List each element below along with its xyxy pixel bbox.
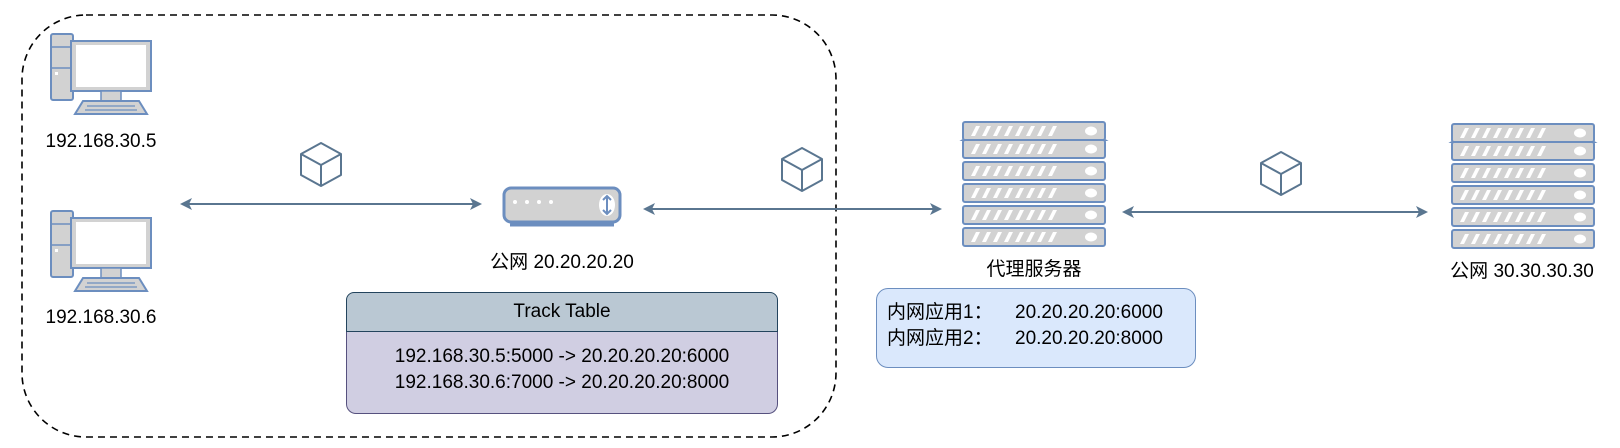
track-table-row: 192.168.30.6:7000 -> 20.20.20.20:8000: [394, 372, 730, 393]
proxy-mapping-key: 内网应用1：: [887, 302, 993, 323]
desktop-computer-icon: [50, 210, 152, 292]
packet-cube-icon: [781, 147, 823, 192]
pc2-label: 192.168.30.6: [45, 307, 157, 328]
track-table-row: 192.168.30.5:5000 -> 20.20.20.20:6000: [394, 346, 730, 367]
track-table-header: Track Table: [346, 292, 778, 332]
track-table-body: 192.168.30.5:5000 -> 20.20.20.20:6000 19…: [346, 332, 778, 414]
proxy-mapping-row: 内网应用2： 20.20.20.20:8000: [887, 326, 1195, 352]
router-icon: [502, 186, 622, 227]
proxy-mapping-value: 20.20.20.20:6000: [1015, 302, 1163, 323]
public-server-label: 公网 30.30.30.30: [1450, 261, 1594, 282]
pc1-label: 192.168.30.5: [45, 131, 157, 152]
proxy-mapping-key: 内网应用2：: [887, 328, 993, 349]
packet-cube-icon: [300, 142, 342, 187]
packet-cube-icon: [1260, 151, 1302, 196]
server-rack-icon: [1451, 123, 1595, 249]
proxy-mapping-row: 内网应用1： 20.20.20.20:6000: [887, 300, 1195, 326]
proxy-mapping-value: 20.20.20.20:8000: [1015, 328, 1163, 349]
proxy-label: 代理服务器: [986, 259, 1082, 280]
desktop-computer-icon: [50, 33, 152, 115]
proxy-mapping-box: 内网应用1： 20.20.20.20:6000 内网应用2： 20.20.20.20…: [876, 288, 1196, 368]
lan-group-border: [21, 14, 837, 438]
router-label: 公网 20.20.20.20: [490, 252, 634, 273]
server-rack-icon: [962, 121, 1106, 247]
